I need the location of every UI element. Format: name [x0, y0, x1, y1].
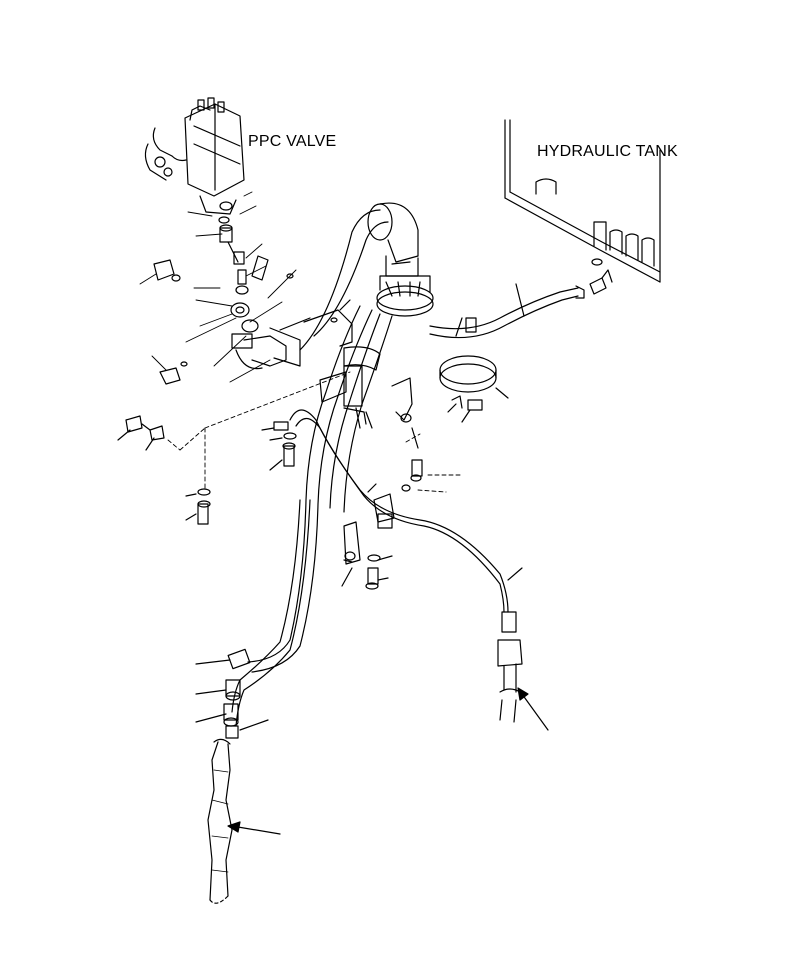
leader-lines-left — [139, 191, 297, 383]
suction-hose — [299, 202, 434, 351]
construction-lines — [167, 371, 463, 493]
hydraulic-tank-label: HYDRAULIC TANK — [537, 143, 678, 160]
hose-bundle — [231, 305, 419, 727]
cover-plate — [439, 355, 509, 399]
ppc-valve — [144, 97, 245, 224]
lower-fittings — [195, 648, 269, 739]
ppc-valve-label: PPC VALVE — [248, 133, 337, 150]
lower-bracket — [341, 521, 393, 590]
return-hose — [429, 283, 585, 339]
bolts-washers — [117, 395, 483, 525]
hydraulic-tank — [504, 119, 661, 295]
ppc-fitting-stack — [153, 224, 311, 385]
pilot-hose — [289, 409, 523, 723]
flow-arrows — [227, 687, 549, 835]
lower-hose-cut — [207, 738, 233, 904]
